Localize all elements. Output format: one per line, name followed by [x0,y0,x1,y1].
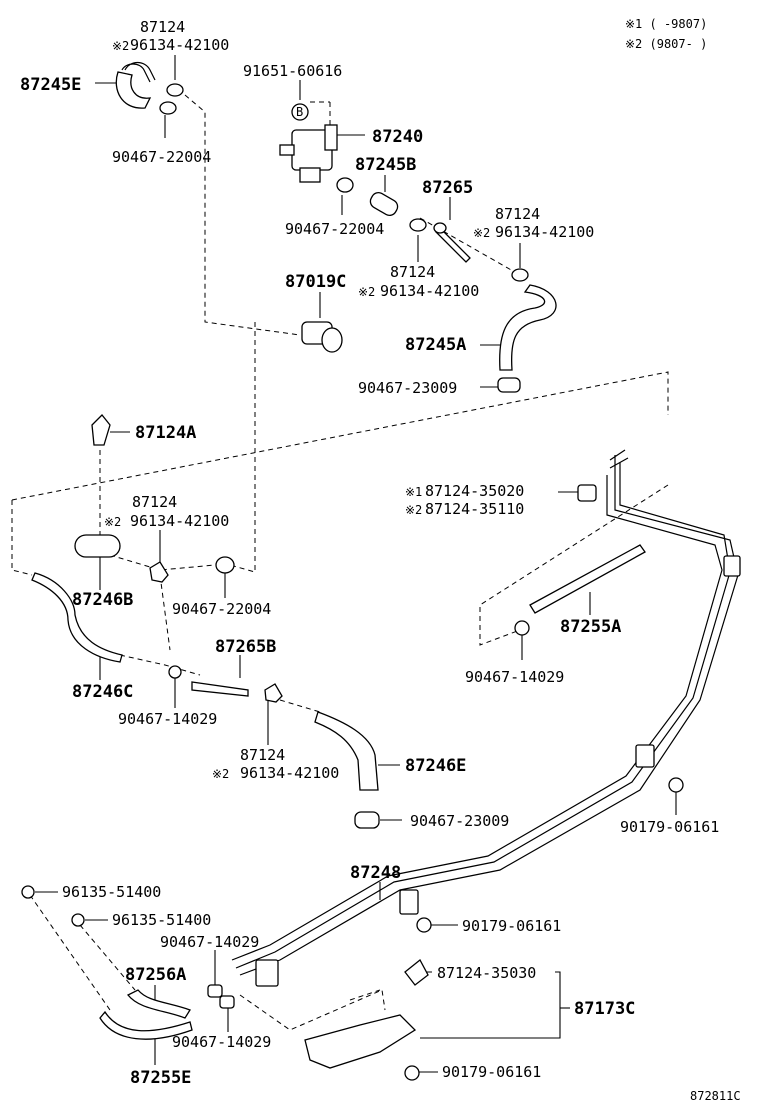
hose-87245e[interactable] [115,61,156,109]
label-87245B: 87245B [355,155,416,175]
label-90179-a: 90179-06161 [620,818,719,836]
label-90467-22004-b: 90467-22004 [285,220,384,238]
clamp-87124-right[interactable] [511,268,529,282]
label-87124-35030: 87124-35030 [437,964,536,982]
bracket-87173c[interactable] [304,959,429,1069]
notes: ※1 ( -9807) ※2 (9807- ) [625,17,707,51]
bolt-90179-06161-b[interactable] [416,917,432,933]
label-96135-a: 96135-51400 [62,883,161,901]
water-valve-87240[interactable] [279,124,338,183]
label-90179-b: 90179-06161 [462,917,561,935]
bolt-90179-06161-c[interactable] [404,1065,420,1081]
part-labels: 87124 ※2 96134-42100 87245E 91651-60616 … [20,18,719,1088]
label-90179-c: 90179-06161 [442,1063,541,1081]
label-87124-a: 87124 [140,18,185,36]
label-87124-c: 87124 [390,263,435,281]
label-91651: 91651-60616 [243,62,342,80]
clamp-90467-22004-left[interactable] [215,556,235,574]
label-87246E: 87246E [405,756,466,776]
label-87240: 87240 [372,127,423,147]
clamp-87124-lower[interactable] [264,683,283,703]
label-87265B: 87265B [215,637,276,657]
hose-87255e[interactable] [99,1010,193,1040]
label-96134-e: 96134-42100 [240,764,339,782]
valve-87019c[interactable] [301,321,343,353]
label-90467-23009-b: 90467-23009 [410,812,509,830]
clamp-90467-23009-top[interactable] [497,377,521,393]
pipe-87265[interactable] [433,222,471,263]
label-90467-14029-a: 90467-14029 [465,668,564,686]
label-96134-b: 96134-42100 [495,223,594,241]
clamp-87124-top[interactable] [166,83,184,97]
clamp-90467-23009-lower[interactable] [354,811,380,829]
label-90467-14029-c: 90467-14029 [160,933,259,951]
hose-87256a[interactable] [126,989,191,1019]
label-90467-22004-c: 90467-22004 [172,600,271,618]
hose-87245b[interactable] [368,190,400,218]
leader-lines [35,55,677,1073]
mark-x2-d: ※2 [405,503,422,517]
hose-87246e[interactable] [314,711,379,791]
clamp-90467-14029-left[interactable] [168,665,182,679]
label-96134-c: 96134-42100 [380,282,479,300]
pipe-87255a[interactable] [529,544,646,614]
pipe-assembly-87248[interactable] [231,449,741,987]
plug-96135-51400-b[interactable] [71,913,85,927]
label-87256A: 87256A [125,965,186,985]
clamp-90467-22004-mid[interactable] [336,177,354,193]
label-96134-d: 96134-42100 [130,512,229,530]
label-87124-b: 87124 [495,205,540,223]
label-87245A: 87245A [405,335,466,355]
label-87124-d: 87124 [132,493,177,511]
label-87019C: 87019C [285,272,346,292]
label-87173C: 87173C [574,999,635,1019]
pipe-87265b[interactable] [191,681,249,697]
mark-x2-e: ※2 [104,515,121,529]
clamp-87124-mid[interactable] [409,218,427,232]
bolt-90179-06161-a[interactable] [668,777,684,793]
clamp-90467-14029-c[interactable] [207,984,223,998]
plug-96135-51400-a[interactable] [21,885,35,899]
label-87124A: 87124A [135,423,196,443]
note-2: ※2 (9807- ) [625,37,707,51]
clamp-87124-left[interactable] [149,561,169,583]
label-87255A: 87255A [560,617,621,637]
clamp-90467-14029-d[interactable] [219,995,235,1009]
mark-x2-b: ※2 [473,226,490,240]
label-90467-14029-d: 90467-14029 [172,1033,271,1051]
label-87124-35110: 87124-35110 [425,500,524,518]
mark-x1: ※1 [405,485,422,499]
figure-code: 872811C [690,1089,741,1103]
label-87124-35020: 87124-35020 [425,482,524,500]
label-87248: 87248 [350,863,401,883]
clip-87124-35020[interactable] [577,484,597,502]
hose-87246c[interactable] [31,572,123,663]
label-87246C: 87246C [72,682,133,702]
label-87265: 87265 [422,178,473,198]
label-90467-22004-a: 90467-22004 [112,148,211,166]
label-87124-e: 87124 [240,746,285,764]
label-90467-23009-a: 90467-23009 [358,379,457,397]
mark-x2-a: ※2 [112,39,129,53]
label-90467-14029-b: 90467-14029 [118,710,217,728]
label-96134-a: 96134-42100 [130,36,229,54]
note-1: ※1 ( -9807) [625,17,707,31]
mark-x2-c: ※2 [358,285,375,299]
clamp-90467-22004-top[interactable] [159,101,177,115]
circle-b-marker: B [291,103,309,121]
label-87255E: 87255E [130,1068,191,1088]
label-87246B: 87246B [72,590,133,610]
hose-87246b[interactable] [74,534,121,558]
hose-87245a[interactable] [499,284,557,371]
label-87245E: 87245E [20,75,81,95]
clamp-87124a[interactable] [91,414,111,446]
clamp-90467-14029-right[interactable] [514,620,530,636]
svg-text:B: B [296,105,303,119]
label-96135-b: 96135-51400 [112,911,211,929]
mark-x2-f: ※2 [212,767,229,781]
